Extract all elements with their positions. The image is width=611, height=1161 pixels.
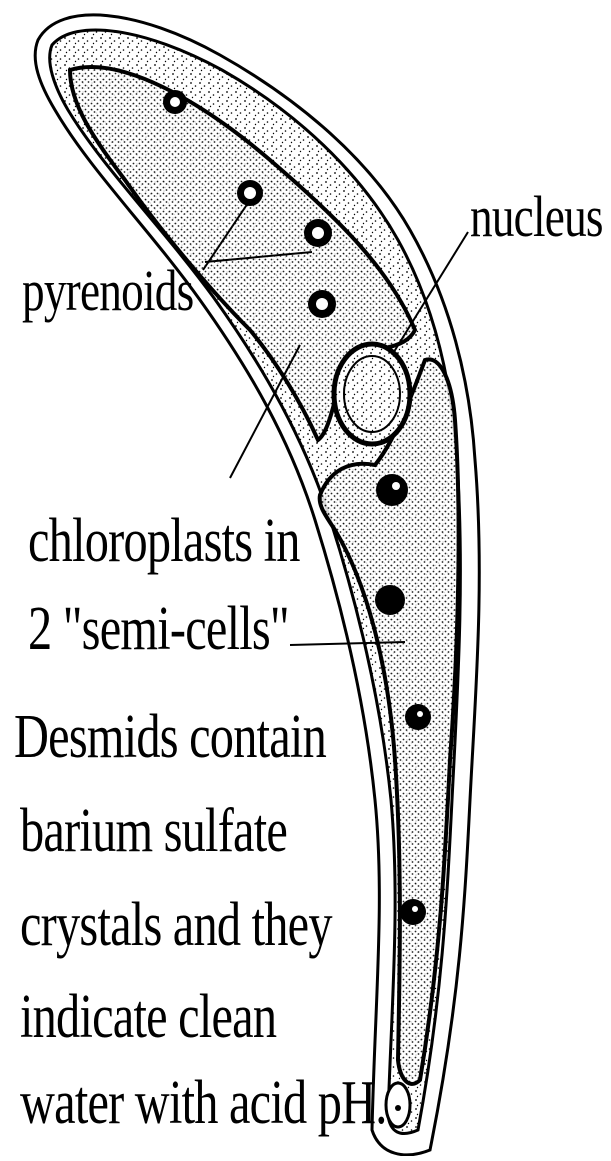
caption-line-5: water with acid pH. — [20, 1072, 387, 1134]
pyrenoid-upper-4 — [308, 290, 336, 318]
pyrenoid-upper-1 — [163, 90, 187, 114]
nucleus-shape — [334, 344, 410, 444]
caption-line-3: crystals and they — [20, 894, 332, 956]
pyrenoid-upper-3 — [304, 219, 332, 247]
label-chloroplasts-line1: chloroplasts in — [28, 510, 300, 572]
label-pyrenoids: pyrenoids — [22, 262, 193, 320]
pyrenoid-lower-2 — [375, 585, 405, 615]
label-chloroplasts-line2: 2 "semi-cells" — [28, 598, 289, 660]
caption-line-4: indicate clean — [20, 986, 276, 1048]
label-nucleus: nucleus — [470, 188, 603, 246]
pyrenoid-lower-4 — [400, 899, 426, 925]
pyrenoid-lower-1 — [376, 474, 408, 506]
pyrenoid-upper-2 — [237, 180, 263, 206]
caption-line-1: Desmids contain — [14, 706, 326, 768]
pyrenoid-lower-3 — [405, 704, 431, 730]
caption-line-2: barium sulfate — [20, 800, 287, 862]
